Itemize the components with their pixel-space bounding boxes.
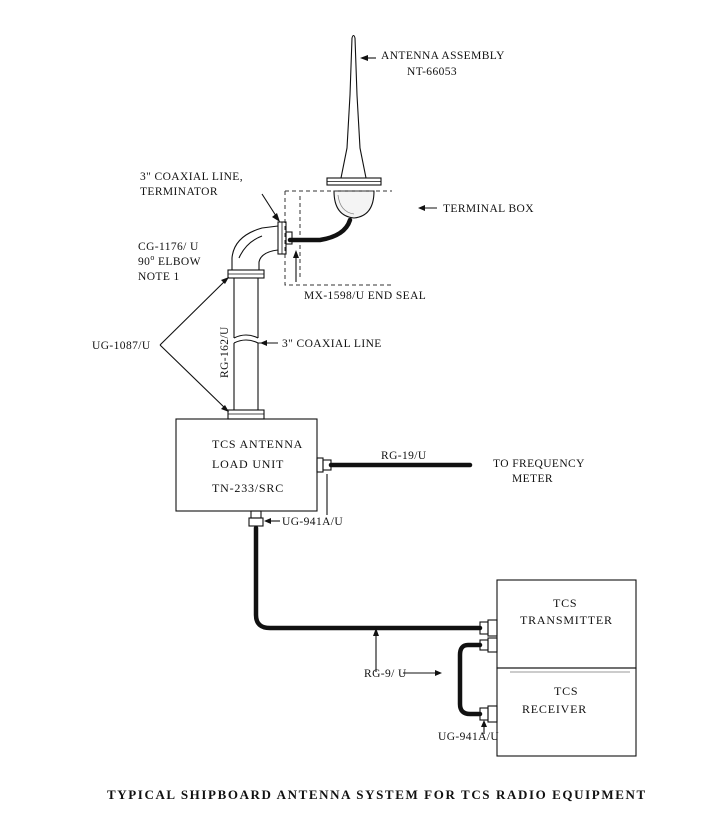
antenna-feed-cable bbox=[287, 217, 353, 243]
load-unit-bottom-connector bbox=[248, 510, 264, 527]
label-transmitter-2: TRANSMITTER bbox=[520, 613, 613, 627]
coax-terminator bbox=[277, 221, 293, 255]
rg9-cable-main bbox=[253, 525, 483, 631]
label-receiver-1: TCS bbox=[554, 684, 578, 698]
label-antenna-model: NT-66053 bbox=[407, 66, 457, 78]
label-elbow-1: CG-1176/ U bbox=[138, 241, 199, 253]
label-antenna-assembly: ANTENNA ASSEMBLY bbox=[381, 50, 505, 62]
label-transmitter-1: TCS bbox=[553, 596, 577, 610]
label-rg19: RG-19/U bbox=[381, 450, 427, 462]
antenna-assembly bbox=[326, 34, 382, 219]
label-rg162: RG-162/U bbox=[219, 326, 231, 378]
label-ug941-top: UG-941A/U bbox=[282, 516, 343, 528]
label-elbow-2: 90o ELBOW bbox=[138, 253, 201, 268]
label-freq-meter-1: TO FREQUENCY bbox=[493, 458, 585, 470]
label-load-unit-3: TN-233/SRC bbox=[212, 481, 284, 495]
ug1087-leaders bbox=[159, 277, 229, 412]
label-terminal-box: TERMINAL BOX bbox=[443, 203, 534, 215]
label-load-unit-1: TCS ANTENNA bbox=[212, 437, 303, 451]
diagram-caption: TYPICAL SHIPBOARD ANTENNA SYSTEM FOR TCS… bbox=[107, 787, 647, 802]
label-coax-line: 3" COAXIAL LINE bbox=[282, 338, 382, 350]
coax-line-rg162 bbox=[233, 278, 259, 410]
label-load-unit-2: LOAD UNIT bbox=[212, 457, 284, 471]
receiver-connector bbox=[479, 705, 498, 723]
transmitter-connectors bbox=[479, 619, 498, 653]
label-freq-meter-2: METER bbox=[512, 473, 553, 485]
label-rg9: RG-9/ U bbox=[364, 668, 407, 680]
label-ug941-bottom: UG-941A/U bbox=[438, 731, 499, 743]
label-coax-terminator-1: 3" COAXIAL LINE, bbox=[140, 171, 243, 183]
label-coax-terminator-2: TERMINATOR bbox=[140, 186, 218, 198]
rg9-loop-cable bbox=[457, 642, 483, 717]
label-end-seal: MX-1598/U END SEAL bbox=[304, 290, 426, 302]
flange-lower bbox=[227, 409, 265, 420]
label-elbow-3: NOTE 1 bbox=[138, 271, 180, 283]
label-receiver-2: RECEIVER bbox=[522, 702, 587, 716]
elbow-cg1176 bbox=[231, 225, 279, 270]
label-ug1087: UG-1087/U bbox=[92, 340, 151, 352]
